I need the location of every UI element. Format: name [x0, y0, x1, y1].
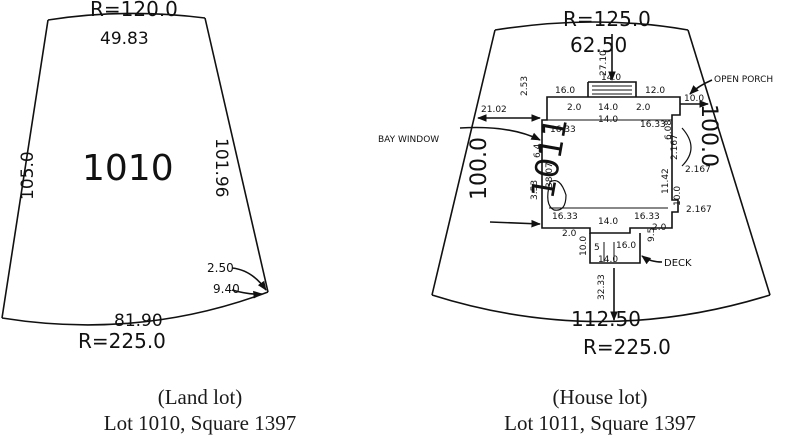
dim-deck-inner: 14.0: [598, 255, 618, 265]
dim-right-step: 2.167: [670, 134, 680, 160]
land-lot-bottom-arc: [1, 291, 269, 326]
dim-front-right: 12.0: [645, 86, 665, 96]
bay-window-leader: [459, 126, 541, 141]
open-porch-label: OPEN PORCH: [714, 75, 773, 85]
dim-right-upper: 6.08: [664, 120, 674, 140]
land-lot-labels: R=120.0 49.83 1010 105.0 101.96 2.50 9.4…: [18, 0, 240, 353]
land-lot-right-side: [204, 17, 269, 293]
dim-right-step-3: 2.167: [686, 205, 712, 215]
deck-outline: [589, 233, 641, 264]
dim-inner-mid: 14.0: [598, 103, 618, 113]
open-porch-steps: [592, 85, 632, 95]
dim-right-setback: 10.0: [684, 94, 704, 104]
house-lot-caption-line2: Lot 1011, Square 1397: [504, 411, 696, 435]
house-lot-labels: R=125.0 62.50 1011 100.0 100.0 112.50 R=…: [378, 7, 773, 359]
dim-porch-width: 14.0: [601, 73, 621, 83]
dim-front-left: 16.0: [555, 86, 575, 96]
dim-front-setback: 27.10: [599, 50, 609, 76]
house-lot-right-side: 100.0: [696, 104, 721, 167]
dim-lower-right: 16.33: [634, 212, 660, 222]
dim-inner-left-2: 2.0: [567, 103, 582, 113]
house-lot-bottom-arc-length: 112.50: [571, 307, 641, 331]
house-lot-left-side: [431, 29, 496, 296]
dim-top-step-left: 2.53: [520, 76, 530, 96]
land-lot-left-side: [1, 19, 49, 319]
dim-rear-setback: 32.33: [597, 274, 607, 300]
open-porch-leader: [689, 79, 713, 95]
dim-upper-left: 16.33: [550, 125, 576, 135]
house-lot-bottom-arc: [431, 294, 771, 323]
house-lot-top-arc-length: 62.50: [570, 33, 627, 57]
house-lot-right-side: [687, 29, 771, 296]
house-lot-caption-line1: (House lot): [552, 385, 648, 409]
dim-deck-left: 10.0: [579, 236, 589, 256]
house-lot-top-arc: [494, 21, 689, 31]
deck-steps: [603, 242, 615, 262]
land-lot-top-arc-length: 49.83: [100, 29, 149, 49]
land-lot-drawing: [1, 12, 269, 326]
house-lot-drawing: [431, 21, 771, 323]
dim-deck-depth: 9.5: [647, 228, 657, 242]
dim-lower-right-2: 2.0: [652, 223, 667, 233]
land-lot-corner-offset-a: 2.50: [207, 261, 234, 275]
lot-survey-drawings: R=120.0 49.83 1010 105.0 101.96 2.50 9.4…: [1, 0, 773, 359]
bay-window-label: BAY WINDOW: [378, 135, 439, 145]
land-lot-caption-line2: Lot 1010, Square 1397: [103, 411, 297, 435]
house-lot-left-side: 100.0: [467, 137, 492, 200]
house-lot-bottom-radius: R=225.0: [583, 335, 671, 359]
dim-lower-mid: 14.0: [598, 217, 618, 227]
house-footprint: [541, 96, 681, 234]
land-lot-right-side: 101.96: [211, 138, 231, 197]
land-lot-corner-offset-b: 9.40: [213, 282, 240, 296]
land-lot-bottom-arc-length: 81.90: [114, 311, 163, 331]
dim-lower-left: 16.33: [552, 212, 578, 222]
open-porch-outline: [587, 81, 637, 97]
dim-right-step-2: 2.167: [685, 165, 711, 175]
land-lot-caption: (Land lot) Lot 1010, Square 1397: [0, 384, 400, 436]
deck-label: DECK: [664, 258, 692, 269]
dim-deck-width: 16.0: [616, 241, 636, 251]
dim-right-mid: 11.42: [661, 168, 671, 194]
deck-leader: [641, 255, 663, 265]
dim-upper-mid: 14.0: [598, 115, 618, 125]
land-lot-corner-arrow-1: [231, 267, 267, 291]
land-lot-left-side: 105.0: [18, 151, 38, 200]
dim-deck-step: 5: [594, 243, 600, 253]
dim-bottom-left-2: 2.0: [562, 229, 577, 239]
dim-left-lower: 3.53: [530, 180, 540, 200]
dim-left-upper: 6.4: [533, 143, 543, 158]
land-lot-caption-line1: (Land lot): [157, 385, 243, 409]
house-lot-caption: (House lot) Lot 1011, Square 1397: [400, 384, 800, 436]
land-lot-number: 1010: [82, 148, 174, 189]
bay-window-shape: [547, 179, 567, 211]
land-lot-bottom-radius: R=225.0: [78, 329, 166, 353]
right-wing-curve: [681, 127, 692, 167]
dim-inner-right-2: 2.0: [636, 103, 651, 113]
land-lot-top-radius: R=120.0: [90, 0, 178, 21]
lower-left-leader: [489, 219, 541, 228]
land-lot-top-arc: [47, 12, 206, 21]
dim-upper-right: 16.33: [640, 120, 666, 130]
house-lot-top-radius: R=125.0: [563, 7, 651, 31]
dim-left-depth: 38.07: [545, 162, 555, 188]
dim-right-lower: 10.0: [673, 186, 683, 206]
land-lot-corner-arrow-2: [231, 289, 263, 299]
dim-left-setback: 21.02: [481, 105, 507, 115]
